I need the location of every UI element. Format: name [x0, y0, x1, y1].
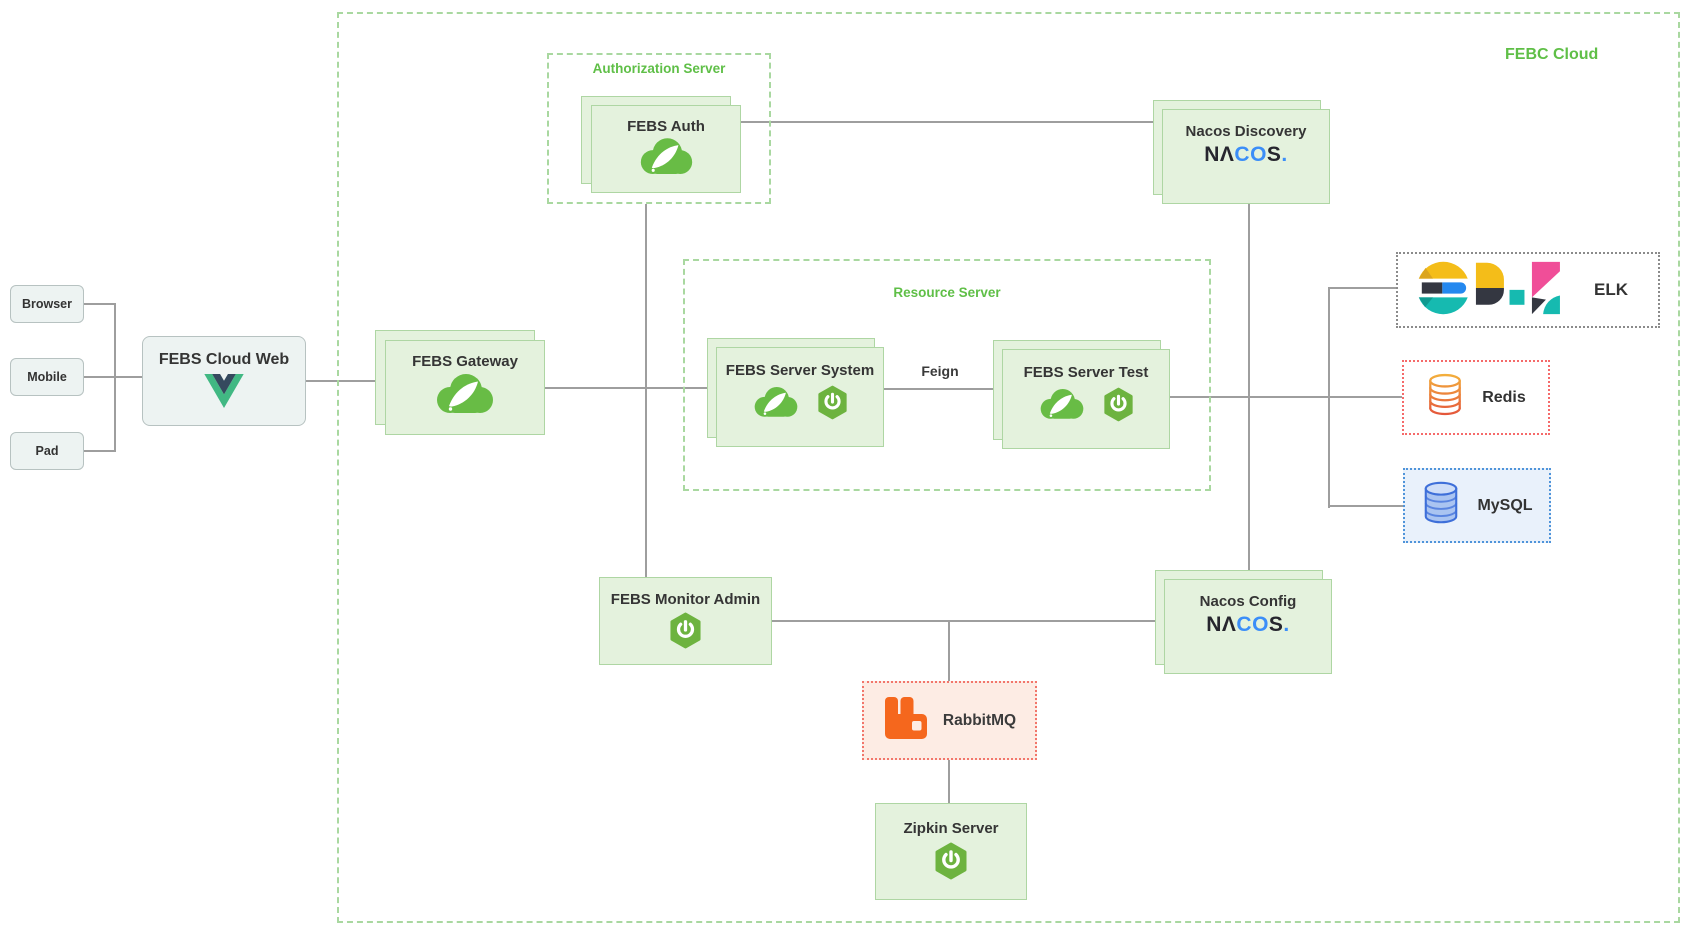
febc-cloud-label: FEBC Cloud	[1505, 46, 1599, 63]
edge-browser-hub	[84, 303, 115, 305]
mysql-database-icon	[1421, 480, 1461, 531]
nacos-discovery-label: Nacos Discovery	[1185, 123, 1307, 140]
stack-front-card: FEBS Auth	[591, 105, 741, 193]
authorization-server-group	[547, 53, 771, 204]
nacos-co: CO	[1234, 143, 1267, 166]
edge-pad-hub	[84, 450, 115, 452]
redis-database-icon	[1426, 372, 1464, 423]
nacos-wordmark-icon: NΛCOS.	[1163, 143, 1329, 167]
resource-server-group	[683, 259, 1211, 491]
rabbitmq-icon	[883, 695, 929, 746]
mysql-label: MySQL	[1477, 496, 1533, 514]
spring-boot-icon	[876, 842, 1026, 885]
node-mysql: MySQL	[1403, 468, 1551, 543]
nacos-dot: .	[1281, 143, 1288, 166]
elk-letters-icon	[1414, 260, 1564, 321]
spring-cloud-icon	[386, 374, 544, 421]
stack-front-card: FEBS Gateway	[385, 340, 545, 435]
node-febs-gateway: FEBS Gateway	[375, 330, 545, 435]
vue-icon	[143, 374, 305, 413]
nacos-config-label: Nacos Config	[1199, 593, 1297, 610]
spring-cloud-icon	[592, 138, 740, 182]
zipkin-server-label: Zipkin Server	[903, 820, 999, 837]
febs-gateway-label: FEBS Gateway	[412, 353, 518, 370]
edge-rabbitmq-zipkin	[948, 760, 950, 804]
node-febs-monitor-admin: FEBS Monitor Admin	[599, 577, 772, 665]
authorization-server-label: Authorization Server	[592, 61, 726, 76]
edge-auth-discovery	[741, 121, 1156, 123]
edge-mobile-web	[84, 376, 142, 378]
edge-branch-mysql	[1328, 505, 1405, 507]
edge-gateway-system	[545, 387, 711, 389]
nacos-co: CO	[1236, 613, 1269, 636]
spring-cloud-icon	[753, 386, 799, 424]
edge-monitor-config	[772, 620, 1156, 622]
febs-server-system-label: FEBS Server System	[725, 362, 875, 379]
stack-front-card: FEBS Server Test	[1002, 349, 1170, 449]
febc-cloud-boundary	[337, 12, 1680, 923]
node-febs-cloud-web: FEBS Cloud Web	[142, 336, 306, 426]
node-browser: Browser	[10, 285, 84, 323]
febs-cloud-web-label: FEBS Cloud Web	[158, 351, 290, 368]
edge-branch-elk	[1328, 287, 1398, 289]
febs-auth-label: FEBS Auth	[627, 118, 705, 135]
stack-front-card: Nacos Discovery NΛCOS.	[1162, 109, 1330, 204]
node-pad: Pad	[10, 432, 84, 470]
node-febs-auth: FEBS Auth	[581, 96, 741, 193]
node-febs-server-test: FEBS Server Test	[993, 340, 1170, 449]
node-zipkin-server: Zipkin Server	[875, 803, 1027, 900]
edge-auth-monitor-vertical	[645, 204, 647, 578]
edge-stores-vertical	[1328, 288, 1330, 508]
spring-boot-icon	[1103, 387, 1134, 427]
node-rabbitmq: RabbitMQ	[862, 681, 1037, 760]
edge-system-test-feign	[884, 388, 995, 390]
node-febs-server-system: FEBS Server System	[707, 338, 884, 447]
browser-label: Browser	[21, 297, 73, 311]
feign-edge-label: Feign	[921, 363, 959, 379]
nacos-s: S	[1266, 143, 1282, 166]
spring-boot-icon	[600, 612, 771, 654]
edge-discovery-config-vertical	[1248, 202, 1250, 572]
nacos-dot: .	[1283, 613, 1290, 636]
edge-web-gateway	[306, 380, 379, 382]
edge-test-redis	[1170, 396, 1404, 398]
nacos-na: NΛ	[1204, 143, 1235, 166]
spring-cloud-icon	[1039, 388, 1085, 426]
nacos-s: S	[1268, 613, 1284, 636]
rabbitmq-label: RabbitMQ	[942, 711, 1017, 729]
elk-label: ELK	[1594, 280, 1628, 299]
febs-monitor-admin-label: FEBS Monitor Admin	[610, 591, 761, 608]
node-nacos-config: Nacos Config NΛCOS.	[1155, 570, 1332, 674]
mobile-label: Mobile	[27, 370, 67, 384]
febs-server-test-label: FEBS Server Test	[1023, 364, 1149, 381]
node-mobile: Mobile	[10, 358, 84, 396]
pad-label: Pad	[35, 444, 59, 458]
redis-label: Redis	[1482, 388, 1526, 406]
stack-front-card: Nacos Config NΛCOS.	[1164, 579, 1332, 674]
node-elk: ELK	[1396, 252, 1660, 328]
resource-server-label: Resource Server	[893, 285, 1001, 300]
node-redis: Redis	[1402, 360, 1550, 435]
node-nacos-discovery: Nacos Discovery NΛCOS.	[1153, 100, 1330, 204]
nacos-wordmark-icon: NΛCOS.	[1165, 613, 1331, 637]
edge-clients-vertical	[114, 303, 116, 452]
stack-front-card: FEBS Server System	[716, 347, 884, 447]
spring-boot-icon	[817, 385, 848, 425]
edge-branch-rabbitmq	[948, 620, 950, 683]
nacos-na: NΛ	[1206, 613, 1237, 636]
